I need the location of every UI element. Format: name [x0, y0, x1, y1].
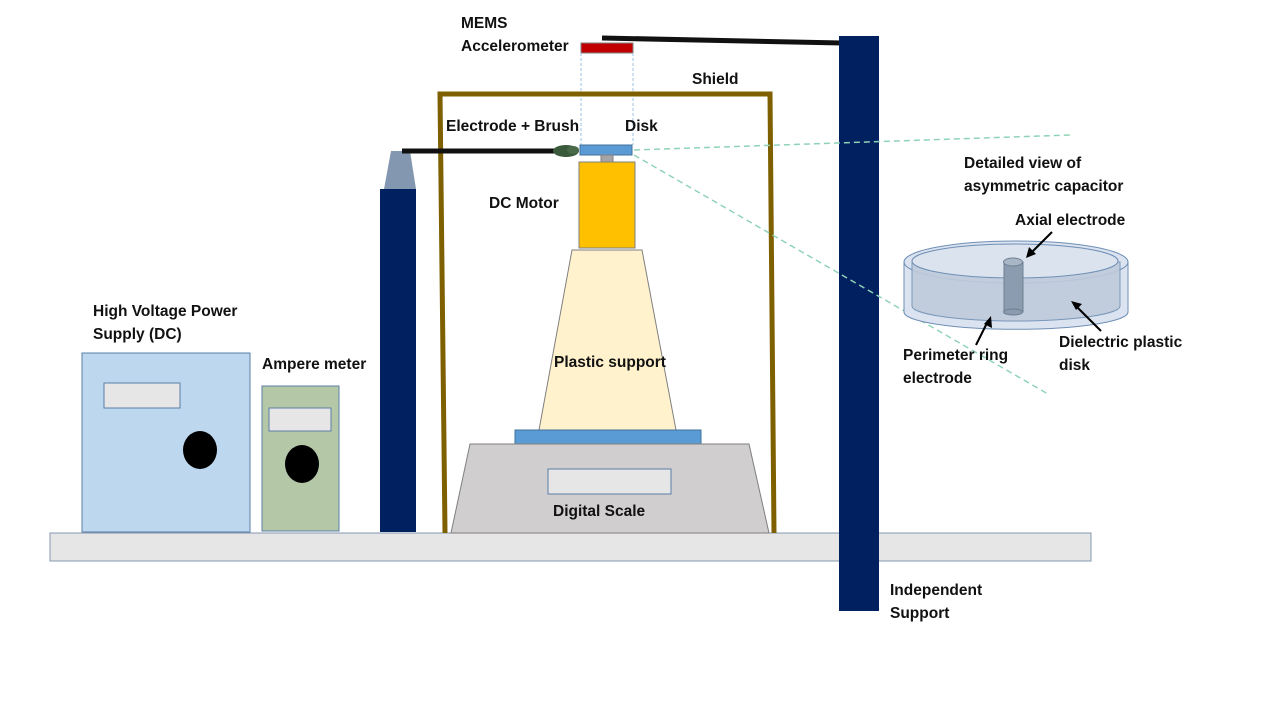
brush-tip — [567, 146, 579, 154]
mems-accelerometer — [580, 42, 634, 54]
independent-support-post — [839, 36, 879, 611]
detailed-view-label-line2: asymmetric capacitor — [964, 178, 1124, 195]
dielectric-arrow — [1075, 305, 1102, 332]
axial-electrode-arrow — [1029, 231, 1053, 255]
axial-electrode-arrowhead — [1026, 247, 1036, 258]
mems-label-line1: MEMS — [461, 15, 508, 32]
disk-label: Disk — [625, 118, 658, 135]
plastic-support-label: Plastic support — [554, 354, 666, 371]
axial-electrode-label: Axial electrode — [1015, 212, 1126, 229]
perimeter-ring-label-line2: electrode — [903, 370, 972, 387]
scale-display — [547, 468, 672, 495]
bench — [49, 532, 1092, 562]
shield-label: Shield — [692, 71, 739, 88]
ampere-meter-display — [268, 407, 332, 432]
digital-scale-label: Digital Scale — [553, 503, 646, 520]
accelerometer-arm — [601, 35, 843, 46]
shield-frame — [437, 91, 777, 534]
power-supply-knob — [183, 431, 217, 469]
independent-support-label-line1: Independent — [890, 582, 983, 599]
detail-leader-upper — [633, 134, 1071, 151]
electrode-post — [380, 189, 416, 532]
dielectric-arrowhead — [1071, 301, 1082, 310]
dc-motor-label: DC Motor — [489, 195, 559, 212]
detailed-view-label-line1: Detailed view of — [964, 155, 1082, 172]
perimeter-ring-label-line1: Perimeter ring — [903, 347, 1009, 364]
electrode-post-cap — [384, 151, 416, 189]
ampere-meter-knob — [285, 445, 319, 483]
hv-power-supply-label-line1: High Voltage Power — [93, 303, 238, 320]
high-voltage-power-supply — [81, 352, 251, 533]
dielectric-disk-label-line1: Dielectric plastic — [1059, 334, 1183, 351]
perimeter-arrowhead — [984, 316, 992, 328]
power-supply-display — [103, 382, 181, 409]
hv-power-supply-label-line2: Supply (DC) — [93, 326, 182, 343]
mems-label-line2: Accelerometer — [461, 38, 569, 55]
independent-support-label-line2: Support — [890, 605, 950, 622]
dc-motor — [578, 161, 636, 249]
capacitor-detail — [903, 240, 1129, 330]
electrode-brush-label: Electrode + Brush — [446, 118, 580, 135]
dielectric-disk-label-line2: disk — [1059, 357, 1091, 374]
plastic-support — [538, 249, 677, 431]
scale-plate — [514, 429, 702, 445]
motor-shaft — [600, 154, 614, 163]
ampere-meter-label: Ampere meter — [262, 356, 367, 373]
disk — [579, 144, 633, 156]
